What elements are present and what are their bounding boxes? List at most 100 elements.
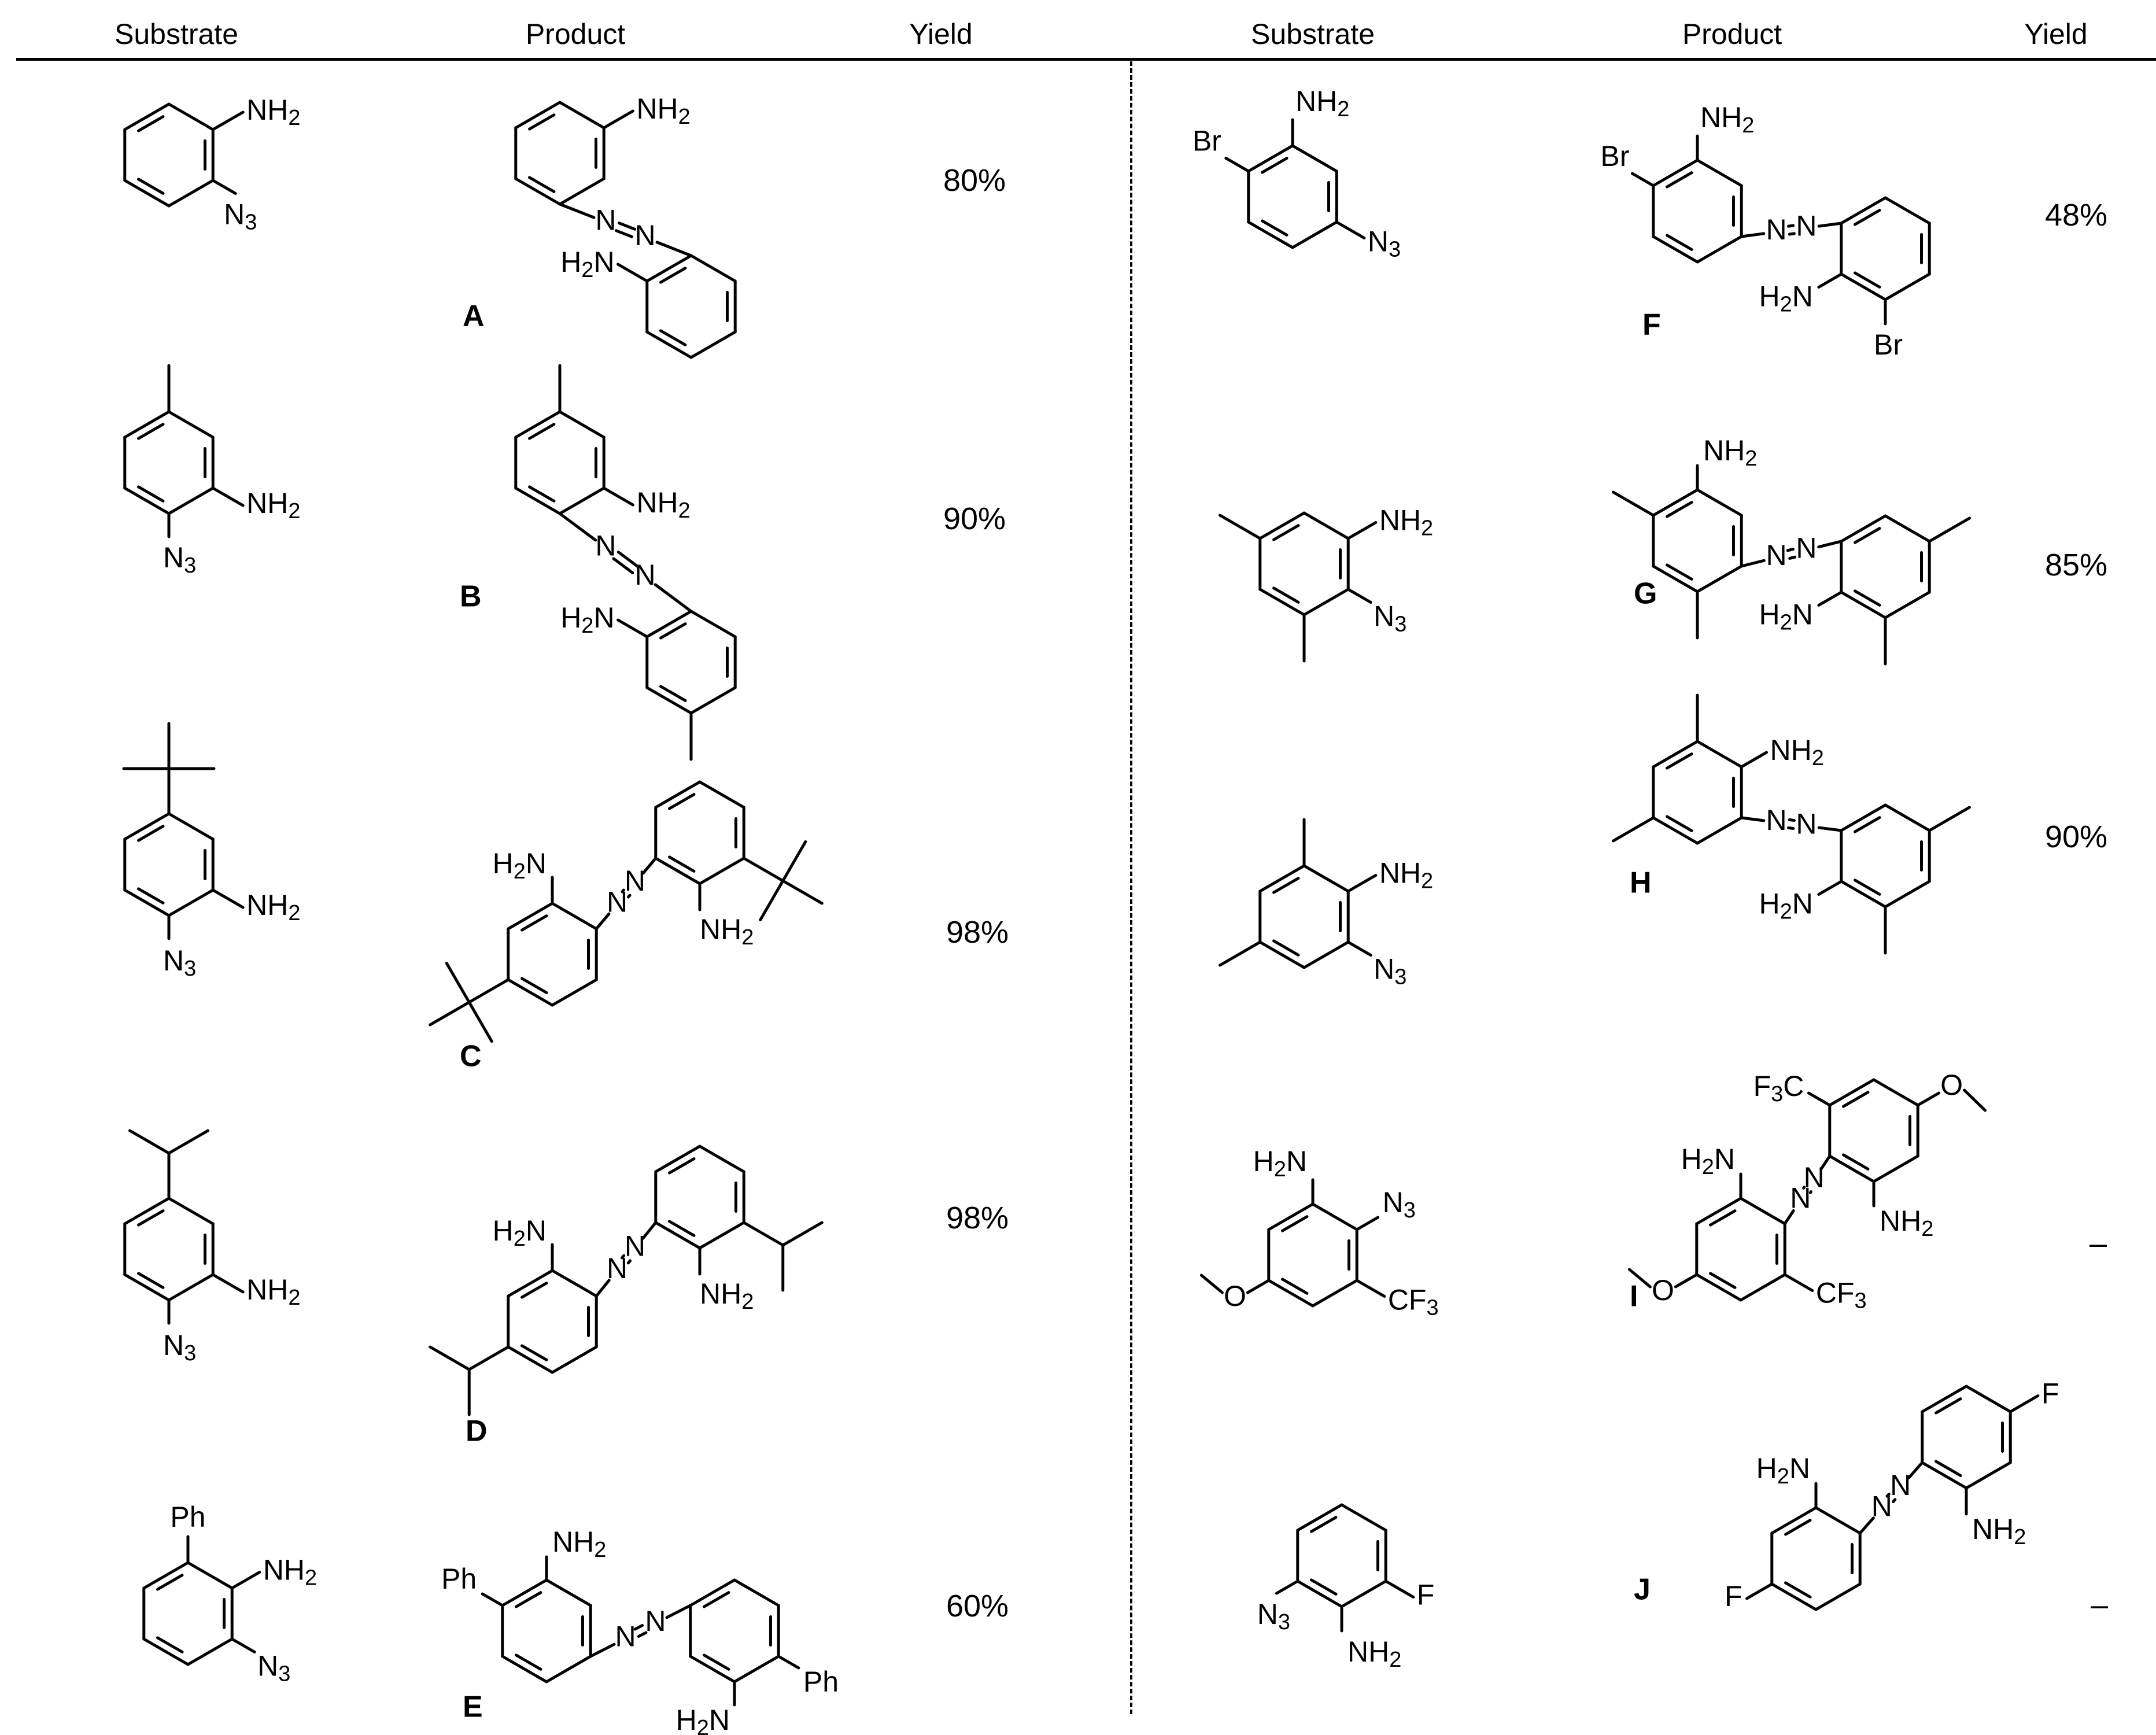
bond [167,102,215,131]
bond [429,1345,471,1371]
atom-label: H2N [493,847,547,884]
bond [1258,864,1306,893]
bond [1666,234,1693,251]
bond [689,254,737,283]
atom-label: NH2 [1770,734,1824,770]
bond [123,1197,171,1225]
bond [1666,501,1693,518]
bond [616,551,639,568]
yield-I: – [2089,1226,2107,1261]
header-rule [16,58,2156,61]
bond [698,857,745,885]
bond [514,410,562,439]
atom-label: F [1417,1579,1435,1611]
bond [1346,588,1372,604]
bond [1355,1279,1386,1298]
bond [617,222,637,231]
bond [156,1636,184,1653]
bond [1884,514,1931,543]
bond [123,812,171,841]
bond [1819,1154,1832,1171]
bond [1199,1273,1224,1294]
bond [1740,232,1766,238]
bond [1247,220,1294,249]
compound-label-I: I [1630,1280,1638,1313]
bond [1612,490,1655,517]
azo-nitrogen: N [634,219,655,252]
azo-nitrogen: N [595,204,616,236]
bond [1302,588,1350,617]
bond [1310,1578,1338,1596]
bond [1695,1273,1742,1302]
bond [1310,1516,1338,1533]
atom-label: CF3 [1816,1277,1867,1313]
bond [1258,511,1306,540]
bond [156,1574,184,1591]
atom-label: N3 [163,1329,196,1365]
bond [1817,272,1843,289]
bond [1858,1516,1875,1535]
compound-label-B: B [460,580,482,614]
bond [1854,271,1881,289]
azo-nitrogen: N [1790,1182,1811,1214]
bond [645,330,693,359]
bond [1739,1273,1786,1302]
bond [1854,209,1881,226]
bond [668,1220,696,1237]
bond [1965,1385,2012,1413]
header-substrate-right: Substrate [1250,18,1375,50]
atom-label: CF3 [1388,1284,1439,1320]
bond [545,1655,592,1684]
bond [1696,816,1743,845]
bond [1840,590,1887,619]
bond [689,686,737,715]
atom-label: Br [1874,328,1903,361]
bond [186,1561,234,1590]
bond [128,1129,171,1155]
bond [1842,1091,1870,1108]
bond [1335,220,1366,239]
header-product-right: Product [1682,18,1782,50]
bond [137,887,165,905]
atom-label: H2N [1759,888,1812,924]
bond [551,1345,598,1374]
bond [1709,1209,1737,1227]
yield-H: 90% [2044,819,2108,854]
bond [1652,235,1699,264]
bond [501,1578,548,1607]
bond [654,1145,702,1173]
bond [123,486,171,515]
bond [659,622,687,640]
bond [1311,1279,1358,1308]
atom-label: NH2 [263,1554,317,1590]
bond [595,912,611,931]
bond [1281,1215,1309,1232]
atom-label: H2N [560,601,614,638]
bond [137,485,165,503]
bond [507,978,554,1007]
bond [167,410,215,439]
atom-label: N3 [1374,953,1406,990]
bond [123,102,171,131]
bond [1627,1268,1652,1289]
bond [1291,220,1338,249]
bond [659,685,687,702]
atom-label: H2N [1759,280,1812,317]
bond [137,1209,165,1227]
bond [558,486,606,515]
bond [1814,1582,1862,1611]
bond [1340,1579,1387,1608]
bond [1674,1273,1699,1289]
bond [1842,1153,1870,1171]
bond [1817,222,1843,228]
atom-label: NH2 [1700,101,1754,138]
bond [659,329,687,346]
bond [167,888,215,917]
bond [1709,1272,1737,1289]
bond [1828,1078,1876,1107]
bond [137,825,165,842]
bond [703,1591,730,1608]
